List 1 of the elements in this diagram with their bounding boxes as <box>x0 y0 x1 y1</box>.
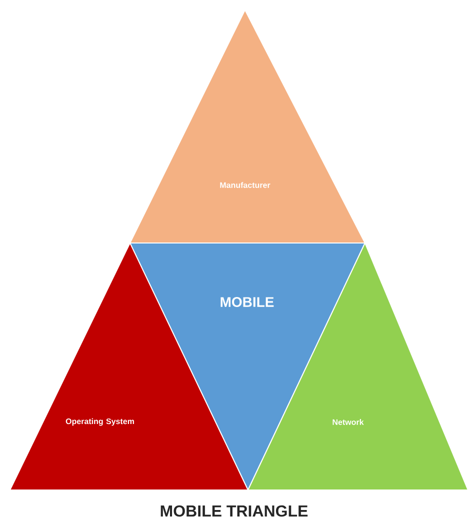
title: MOBILE TRIANGLE <box>160 505 308 517</box>
